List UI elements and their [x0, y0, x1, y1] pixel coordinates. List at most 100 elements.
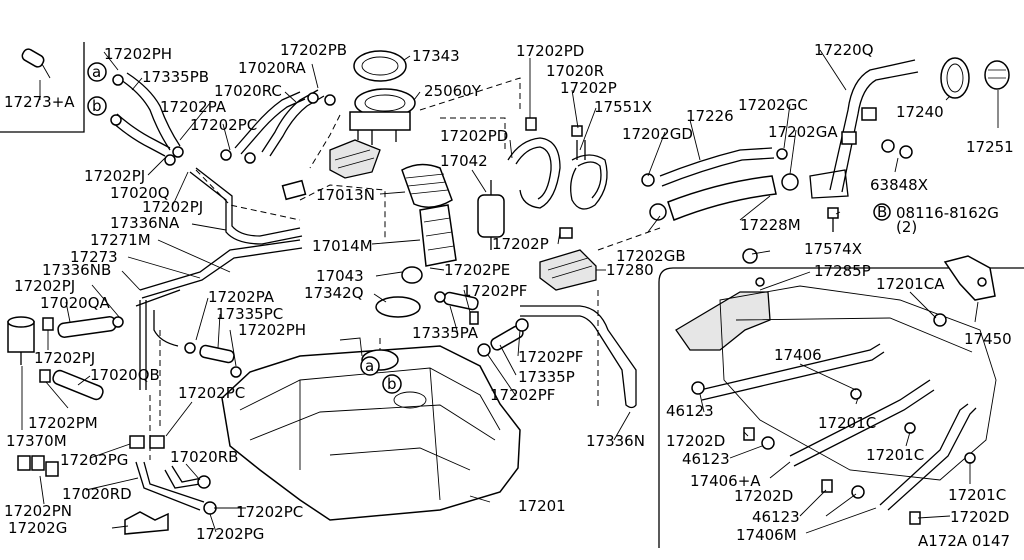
marker-b-tank: b	[382, 374, 402, 394]
label-46123-c: 46123	[752, 508, 800, 526]
label-17202PF-low: 17202PF	[490, 386, 555, 404]
label-17202G: 17202G	[8, 519, 67, 537]
label-17406M: 17406M	[736, 526, 797, 544]
label-17202PJ-mid: 17202PJ	[142, 198, 203, 216]
clips-lower-left	[129, 435, 217, 515]
marker-a-label: a	[92, 63, 101, 81]
hose-17335PC	[199, 344, 235, 364]
part-17450-bracket	[943, 255, 996, 301]
label-17228M: 17228M	[740, 216, 801, 234]
label-17220Q: 17220Q	[814, 41, 874, 59]
hose-17020RC	[234, 91, 306, 155]
label-17226: 17226	[686, 107, 734, 125]
label-17335PA: 17335PA	[412, 324, 479, 342]
label-17202PG-a: 17202PG	[60, 451, 128, 469]
label-17202PJ-top: 17202PJ	[84, 167, 145, 185]
label-17202P-mid: 17202P	[492, 235, 549, 253]
label-17280: 17280	[606, 261, 654, 279]
label-17202PG-b: 17202PG	[196, 525, 264, 543]
label-17202D-c: 17202D	[950, 508, 1009, 526]
label-17273A: 17273+A	[4, 93, 75, 111]
label-17202GA: 17202GA	[768, 123, 838, 141]
clips-top-left	[110, 74, 184, 166]
part-17406A-strap	[789, 379, 935, 467]
label-17202PJ-low: 17202PJ	[34, 349, 95, 367]
label-08116-qty: (2)	[896, 218, 917, 236]
label-17042: 17042	[440, 152, 488, 170]
label-17202PC-top: 17202PC	[190, 116, 257, 134]
part-17342Q-gasket	[375, 296, 421, 318]
label-17335P: 17335P	[518, 368, 575, 386]
label-17273: 17273	[70, 248, 118, 266]
label-17406: 17406	[774, 346, 822, 364]
part-17406-strap	[699, 343, 885, 401]
label-17202PC-bot: 17202PC	[236, 503, 303, 521]
clips-top-right-center	[525, 117, 583, 239]
label-17285P: 17285P	[814, 262, 871, 280]
label-17020R: 17020R	[546, 62, 604, 80]
label-17202GB: 17202GB	[616, 247, 686, 265]
label-17336N: 17336N	[586, 432, 645, 450]
callout-labels: 17273+A 17202PH 17335PB 17020RA 17202PB …	[4, 41, 1014, 550]
part-17220Q-filler-tube	[809, 59, 919, 199]
label-17201: 17201	[518, 497, 566, 515]
label-17251: 17251	[966, 138, 1014, 156]
part-17013N-pump-bracket	[281, 139, 381, 201]
label-17201C-c: 17201C	[948, 486, 1006, 504]
label-17240: 17240	[896, 103, 944, 121]
label-17202D-b: 17202D	[734, 487, 793, 505]
pipe-17336N	[520, 305, 637, 409]
label-17202PF-top: 17202PF	[462, 282, 527, 300]
hose-17228M	[667, 175, 777, 221]
label-17201CA: 17201CA	[876, 275, 945, 293]
label-17342Q: 17342Q	[304, 284, 364, 302]
label-17020QA: 17020QA	[40, 294, 111, 312]
callout-08116-8162G: B 08116-8162G (2)	[873, 203, 999, 236]
part-17202PN-clip-set	[17, 455, 59, 477]
marker-a-top: a	[87, 62, 107, 82]
label-17202PH-low: 17202PH	[238, 321, 306, 339]
hose-17020QA	[57, 316, 117, 338]
inset-frame-top-left	[0, 42, 85, 133]
hose-17020RB	[164, 465, 203, 489]
hose-17020R	[507, 137, 561, 209]
label-08116-circle: B	[877, 203, 887, 221]
part-17042-corrugated-hose	[401, 163, 453, 208]
marker-a-tank-label: a	[365, 357, 374, 375]
label-17551X: 17551X	[594, 98, 652, 116]
label-17450: 17450	[964, 330, 1012, 348]
clips-top-center	[220, 92, 336, 164]
part-17406M-strap	[879, 403, 977, 511]
leader-lines	[21, 49, 999, 534]
label-17020RD: 17020RD	[62, 485, 132, 503]
part-25060Y-fuel-sender	[349, 88, 416, 145]
marker-b-tank-label: b	[387, 375, 397, 393]
part-17251-filler-cap	[984, 60, 1010, 90]
label-17202PB: 17202PB	[280, 41, 347, 59]
part-17202G-clamp	[124, 511, 169, 535]
label-17202PM: 17202PM	[28, 414, 98, 432]
label-17020RC: 17020RC	[214, 82, 282, 100]
part-17043-strainer	[401, 266, 423, 284]
label-63848X: 63848X	[870, 176, 928, 194]
label-17343: 17343	[412, 47, 460, 65]
fuel-pipes-17271M-17273	[135, 167, 303, 390]
label-17202PD-top: 17202PD	[516, 42, 584, 60]
label-17202P-top: 17202P	[560, 79, 617, 97]
hose-17020RD	[135, 461, 205, 511]
label-17202PH-top: 17202PH	[104, 45, 172, 63]
label-46123-b: 46123	[682, 450, 730, 468]
label-17202PC-low: 17202PC	[178, 384, 245, 402]
label-17336NA: 17336NA	[110, 214, 180, 232]
marker-b-label: b	[92, 97, 102, 115]
label-17335PB: 17335PB	[142, 68, 209, 86]
marker-a-tank: a	[360, 356, 380, 376]
label-17202GD: 17202GD	[622, 125, 693, 143]
label-17202PD-mid: 17202PD	[440, 127, 508, 145]
hose-17020RA	[261, 89, 325, 157]
bolt-08116-8162G	[827, 207, 839, 232]
label-17202PJ-left: 17202PJ	[14, 277, 75, 295]
hose-17335PB	[117, 72, 181, 151]
label-17020RA: 17020RA	[238, 59, 307, 77]
